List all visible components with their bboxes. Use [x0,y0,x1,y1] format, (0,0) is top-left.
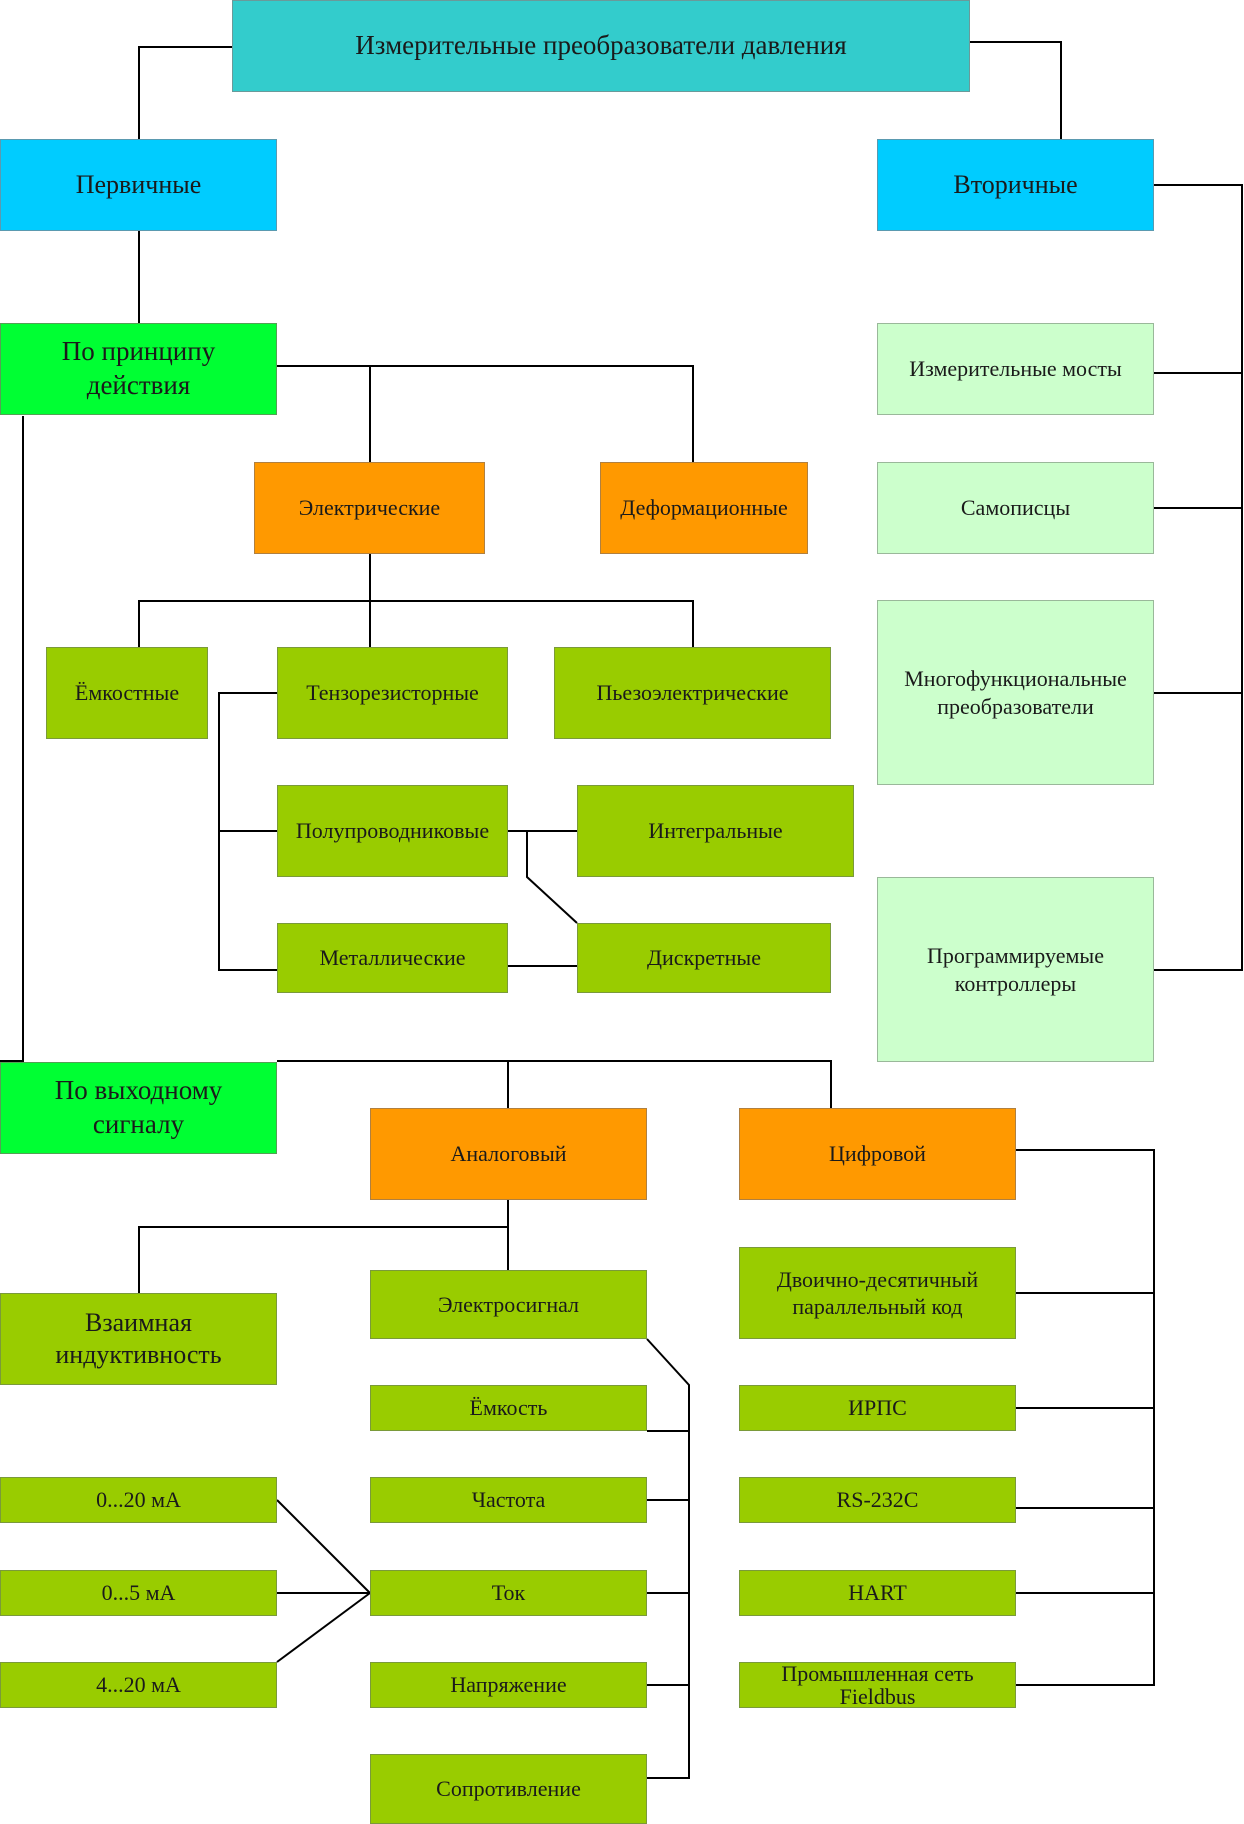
node-integral: Интегральные [577,785,854,877]
node-metallic: Металлические [277,923,508,993]
node-frequency: Частота [370,1477,647,1523]
node-primary: Первичные [0,139,277,231]
node-plc: Программируемые контроллеры [877,877,1154,1062]
node-fieldbus: Промышленная сеть Fieldbus [739,1662,1016,1708]
node-electrosignal: Электросигнал [370,1270,647,1339]
node-irps: ИРПС [739,1385,1016,1431]
connector-root-secondary [970,41,1062,139]
connector-ma4-20 [276,1592,371,1663]
node-tenso: Тензорезисторные [277,647,508,739]
node-resistance: Сопротивление [370,1754,647,1824]
node-by-principle: По принципу действия [0,323,277,415]
node-meas-bridges: Измерительные мосты [877,323,1154,415]
connector-trunk-left [0,416,24,1062]
node-mutual-inductance: Взаимная индуктивность [0,1293,277,1385]
connector-principle-categories [277,365,694,462]
node-voltage: Напряжение [370,1662,647,1708]
connector-analog-bus [138,1226,508,1293]
connector-semi-discrete [526,831,578,924]
node-current: Ток [370,1570,647,1616]
node-root: Измерительные преобразователи давления [232,0,970,92]
node-ma-0-5: 0...5 мА [0,1570,277,1616]
node-capacitance: Ёмкость [370,1385,647,1431]
node-by-output: По выходному сигналу [0,1062,277,1154]
node-deform: Деформационные [600,462,808,554]
node-piezo: Пьезоэлектрические [554,647,831,739]
node-hart: HART [739,1570,1016,1616]
node-ma-0-20: 0...20 мА [0,1477,277,1523]
connector-electrosignal-bus [646,1338,690,1779]
connector-output-bus [277,1060,832,1108]
node-multifunc: Многофункциональные преобразователи [877,600,1154,785]
node-capacitive: Ёмкостные [46,647,208,739]
connector-ma0-20 [276,1499,371,1594]
node-digital: Цифровой [739,1108,1016,1200]
node-analog: Аналоговый [370,1108,647,1200]
node-electric: Электрические [254,462,485,554]
connector-secondary-bus [1154,184,1243,971]
node-semiconductor: Полупроводниковые [277,785,508,877]
node-secondary: Вторичные [877,139,1154,231]
node-bcd: Двоично-десятичный параллельный код [739,1247,1016,1339]
node-recorders: Самописцы [877,462,1154,554]
connector-root-primary [138,46,232,139]
connector-electric-bus [138,600,694,647]
node-discrete: Дискретные [577,923,831,993]
node-ma-4-20: 4...20 мА [0,1662,277,1708]
connector-digital-bus [1016,1149,1155,1686]
node-rs232: RS-232C [739,1477,1016,1523]
